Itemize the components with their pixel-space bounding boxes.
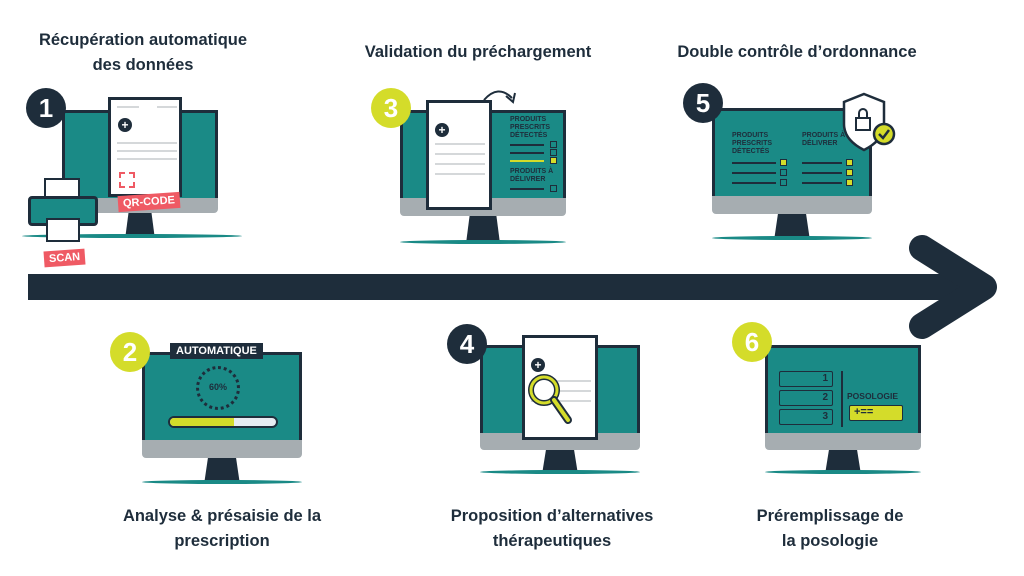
- prescription-document: +: [426, 100, 492, 210]
- step5-number: 5: [683, 83, 723, 123]
- step6-monitor: 1 2 3 POSOLOGIE +==: [765, 345, 921, 475]
- step6-number: 6: [732, 322, 772, 362]
- progress-bar: [168, 416, 278, 428]
- medical-cross-icon: +: [531, 358, 545, 372]
- scan-tag: SCAN: [43, 248, 86, 268]
- printer-scanner: [28, 178, 98, 242]
- list-item-3: 3: [779, 409, 833, 425]
- magnifier-icon: [528, 374, 572, 424]
- step4-number: 4: [447, 324, 487, 364]
- posologie-field: +==: [849, 405, 903, 421]
- products-to-deliver-label: PRODUITS À DÉLIVRER: [510, 168, 554, 183]
- progress-percent: 60%: [208, 382, 227, 392]
- prescription-document: +: [108, 97, 182, 197]
- security-shield-icon: [842, 92, 896, 152]
- prescribed-products-label: PRODUITS PRESCRITS DÉTECTÉS: [510, 116, 551, 139]
- step2-number: 2: [110, 332, 150, 372]
- step2-monitor: 60%: [142, 352, 302, 486]
- list-item-2: 2: [779, 390, 833, 406]
- step3-number: 3: [371, 88, 411, 128]
- step5-title: Double contrôle d’ordonnance: [677, 43, 917, 61]
- step3-title: Validation du préchargement: [364, 43, 592, 61]
- automatique-badge: AUTOMATIQUE: [170, 343, 263, 359]
- prescribed-products-label: PRODUITS PRESCRITS DÉTECTÉS: [732, 132, 773, 155]
- posologie-label: POSOLOGIE: [847, 391, 899, 401]
- products-to-deliver-label: PRODUITS À DÉLIVRER: [802, 132, 846, 147]
- list-item-1: 1: [779, 371, 833, 387]
- curved-arrow-icon: [483, 90, 516, 104]
- medical-cross-icon: +: [118, 118, 132, 132]
- qr-code-icon: [119, 172, 135, 188]
- loading-spinner: [196, 366, 240, 410]
- medical-cross-icon: +: [435, 123, 449, 137]
- step1-number: 1: [26, 88, 66, 128]
